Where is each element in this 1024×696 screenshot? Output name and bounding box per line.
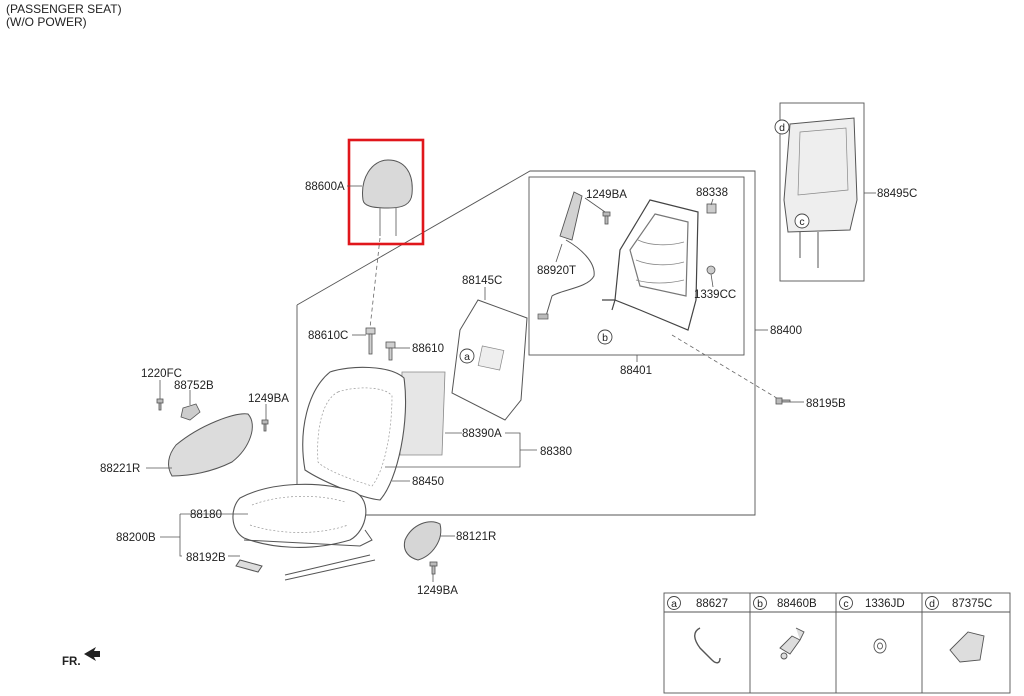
legend-c-letter: c xyxy=(843,598,848,610)
legend-d-bracket-part xyxy=(949,631,985,663)
cover-88121R-part xyxy=(403,521,442,561)
side-shield-88221R-part xyxy=(168,413,253,477)
frame-88401-part xyxy=(602,199,699,331)
seat-back-88380-part xyxy=(302,366,446,501)
label-88195B: 88195B xyxy=(806,398,846,410)
legend-b-part: 88460B xyxy=(777,598,817,610)
label-88610C: 88610C xyxy=(308,330,348,342)
header-subtitle: (W/O POWER) xyxy=(6,15,87,29)
legend-d-part: 87375C xyxy=(952,598,992,610)
label-88600A: 88600A xyxy=(305,181,345,193)
clip-88338-part xyxy=(706,203,717,214)
legend-a-letter: a xyxy=(671,598,677,610)
nut-1339CC-part xyxy=(706,265,716,275)
label-88920T: 88920T xyxy=(537,265,576,277)
bolt-1249BA-bottom-part xyxy=(429,561,438,575)
bolt-1249BA-left-part xyxy=(261,419,269,432)
legend-b-clip-part xyxy=(779,627,805,660)
bracket-88752B-part xyxy=(180,403,201,421)
label-88401: 88401 xyxy=(620,365,652,377)
guide-88610-part xyxy=(385,341,396,361)
header-title: (PASSENGER SEAT) xyxy=(6,2,122,16)
guide-88610C-part xyxy=(365,327,376,355)
label-1249BA-left: 1249BA xyxy=(248,393,289,405)
label-1249BA-top: 1249BA xyxy=(586,189,627,201)
label-88221R: 88221R xyxy=(100,463,140,475)
front-direction-label: FR. xyxy=(62,656,81,668)
label-88390A: 88390A xyxy=(462,428,502,440)
back-panel-88495C-part xyxy=(783,117,858,268)
label-88450: 88450 xyxy=(412,476,444,488)
callout-b: b xyxy=(602,332,608,344)
label-88200B: 88200B xyxy=(116,532,156,544)
label-88121R: 88121R xyxy=(456,531,496,543)
assembly-88401-box xyxy=(528,176,745,356)
label-88495C: 88495C xyxy=(877,188,917,200)
seat-cushion-88180-part xyxy=(232,483,367,548)
bolt-1249BA-top-part xyxy=(602,211,611,225)
legend-d-letter: d xyxy=(929,598,935,610)
label-1249BA-bottom: 1249BA xyxy=(417,585,458,597)
legend-c-grommet-part xyxy=(873,638,887,654)
legend-c-part: 1336JD xyxy=(865,598,905,610)
label-88610: 88610 xyxy=(412,343,444,355)
label-88180: 88180 xyxy=(190,509,222,521)
legend-b-letter: b xyxy=(757,598,763,610)
label-88192B: 88192B xyxy=(186,552,226,564)
label-1220FC: 1220FC xyxy=(141,368,182,380)
front-arrow-icon xyxy=(84,647,100,661)
legend-a-wire-part xyxy=(694,627,721,664)
label-88752B: 88752B xyxy=(174,380,214,392)
label-1339CC: 1339CC xyxy=(694,289,736,301)
airbag-88920T-part xyxy=(537,191,595,320)
headrest-88600A-part xyxy=(362,159,413,236)
legend-table xyxy=(663,592,1011,694)
label-88338: 88338 xyxy=(696,187,728,199)
label-88400: 88400 xyxy=(770,325,802,337)
label-88145C: 88145C xyxy=(462,275,502,287)
bolt-88195B-part xyxy=(775,397,791,405)
callout-c: c xyxy=(799,216,804,228)
assembly-88400-outline xyxy=(296,170,756,516)
seat-track-part xyxy=(235,529,376,581)
bolt-1220FC-part xyxy=(156,398,164,411)
legend-a-part: 88627 xyxy=(696,598,728,610)
callout-d: d xyxy=(779,122,785,134)
assembly-88495C-box xyxy=(779,102,865,282)
headrest-highlight-box xyxy=(347,138,425,246)
label-88380: 88380 xyxy=(540,446,572,458)
callout-a: a xyxy=(464,351,470,363)
